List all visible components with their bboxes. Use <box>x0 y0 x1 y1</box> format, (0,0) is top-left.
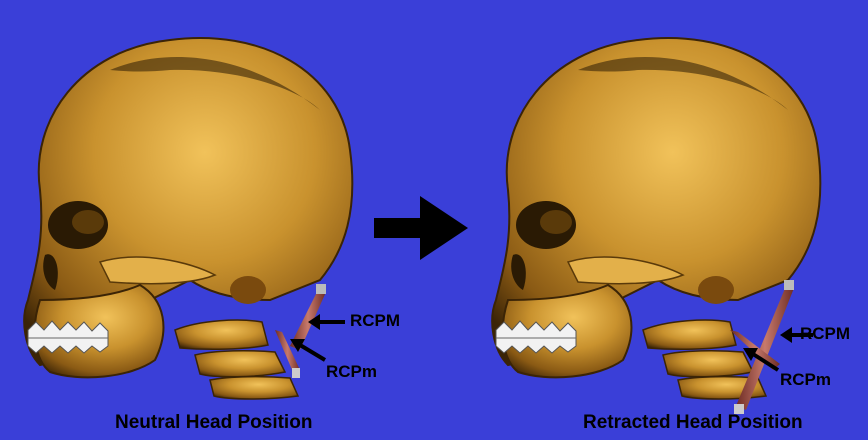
rcpm-minor-label: RCPm <box>780 370 831 390</box>
neutral-caption: Neutral Head Position <box>115 412 312 434</box>
retracted-skull <box>492 38 820 414</box>
neutral-skull <box>24 38 352 399</box>
rcpm-minor-label: RCPm <box>326 362 377 382</box>
retracted-caption: Retracted Head Position <box>583 412 803 434</box>
transition-arrow <box>374 196 468 260</box>
rcpm-major-label: RCPM <box>800 324 850 344</box>
rcpm-major-label: RCPM <box>350 311 400 331</box>
